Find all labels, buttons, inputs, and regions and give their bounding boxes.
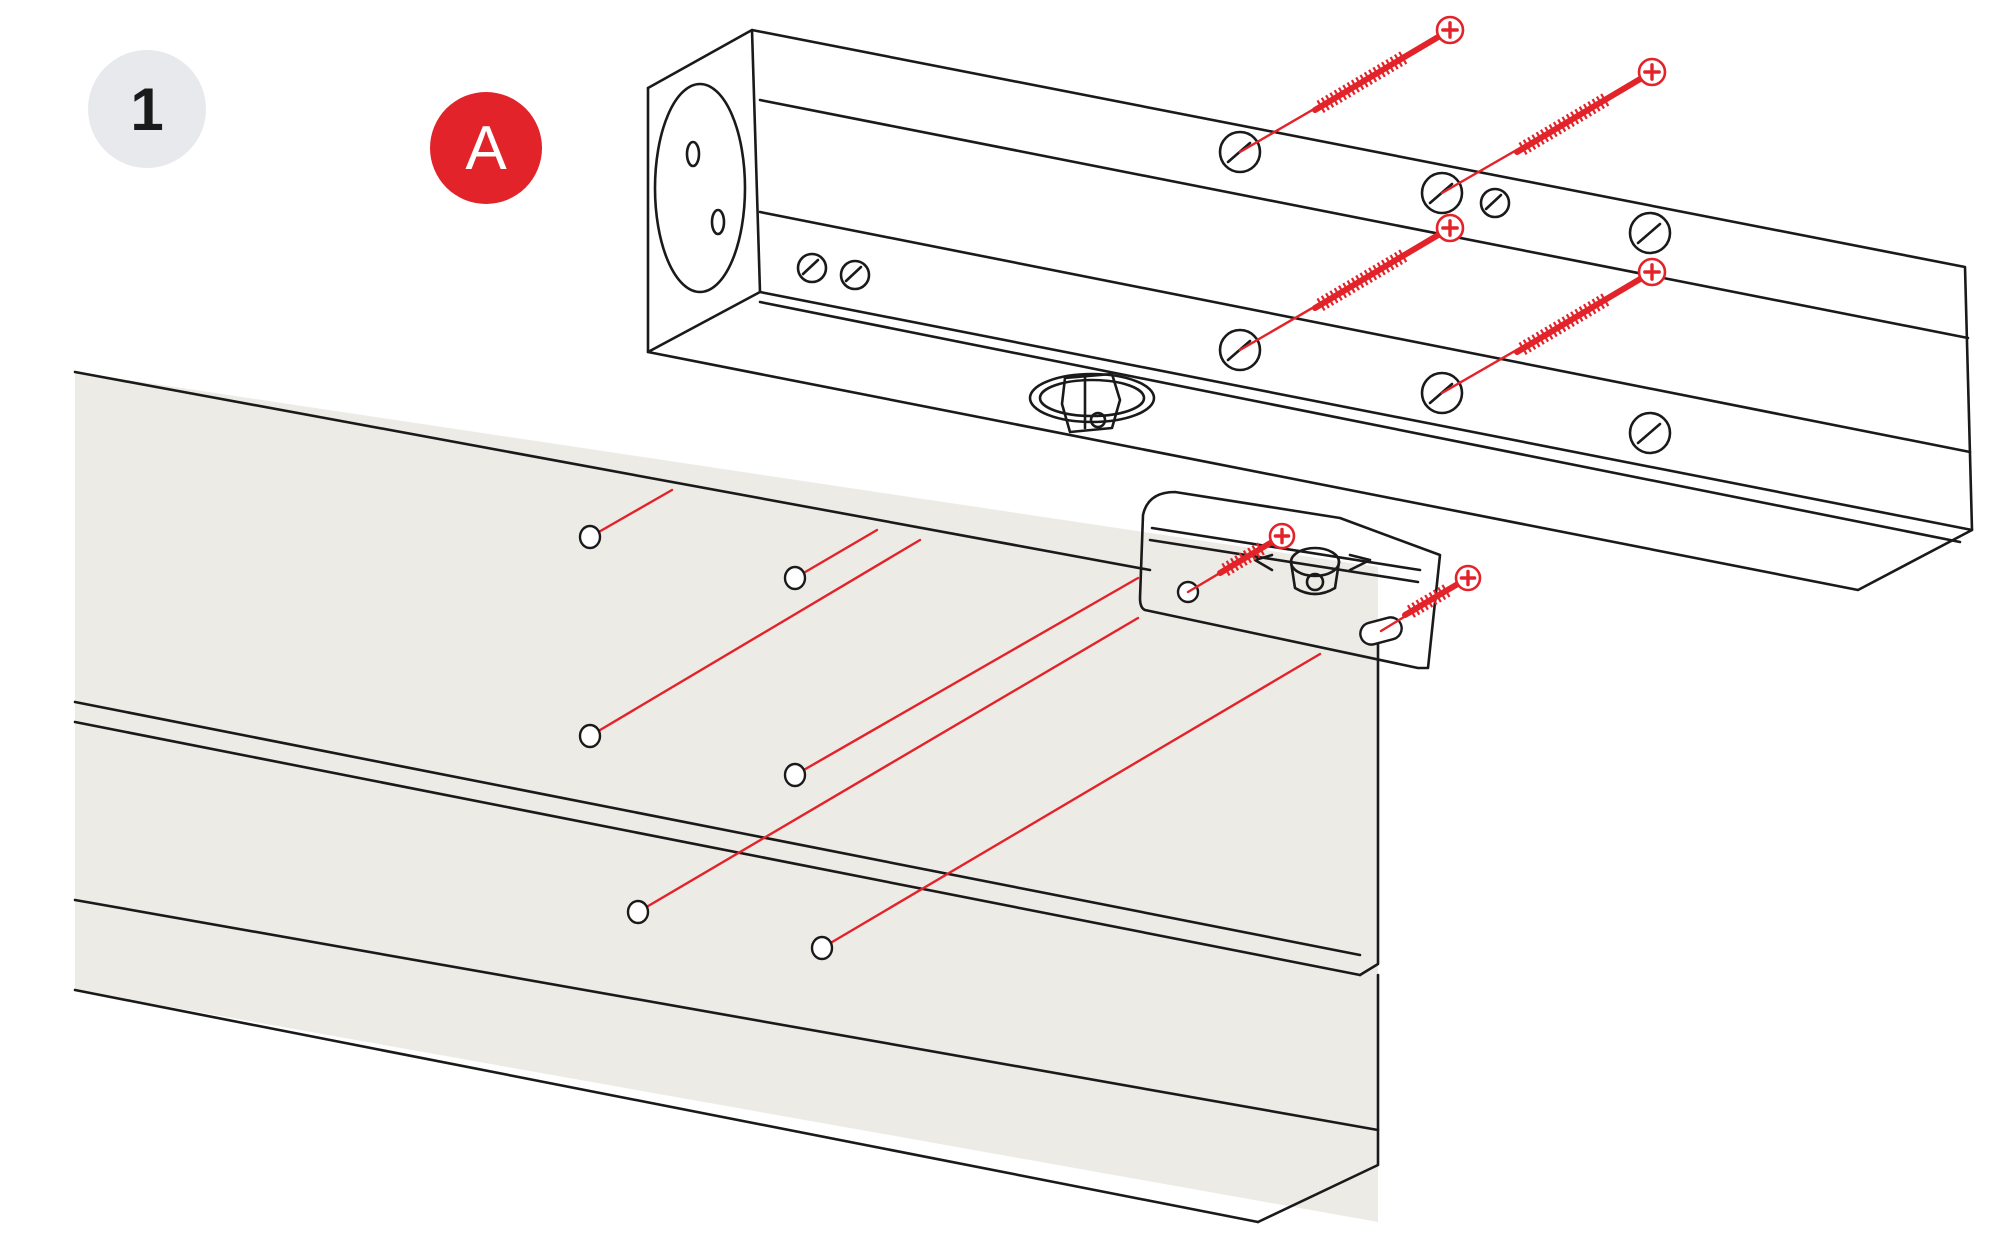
frame-pilot-holes (578, 524, 834, 961)
mounting-screws (1217, 15, 1667, 618)
phillips-screw-icon (1402, 564, 1482, 618)
door-frame (73, 370, 1380, 1224)
phillips-screw-icon (1514, 257, 1667, 356)
phillips-screw-icon (1514, 57, 1667, 156)
pinion-shaft (1028, 372, 1156, 434)
step-number-badge: 1 (88, 50, 206, 168)
phillips-screw-icon (1312, 213, 1465, 312)
mounting-bracket (1138, 490, 1442, 670)
phillips-screw-icon (1312, 15, 1465, 114)
step-number: 1 (130, 75, 164, 143)
phillips-screw-icon (1217, 522, 1296, 577)
part-letter: A (465, 113, 507, 183)
part-letter-badge: A (430, 92, 542, 204)
adjustment-valve (796, 187, 1511, 291)
